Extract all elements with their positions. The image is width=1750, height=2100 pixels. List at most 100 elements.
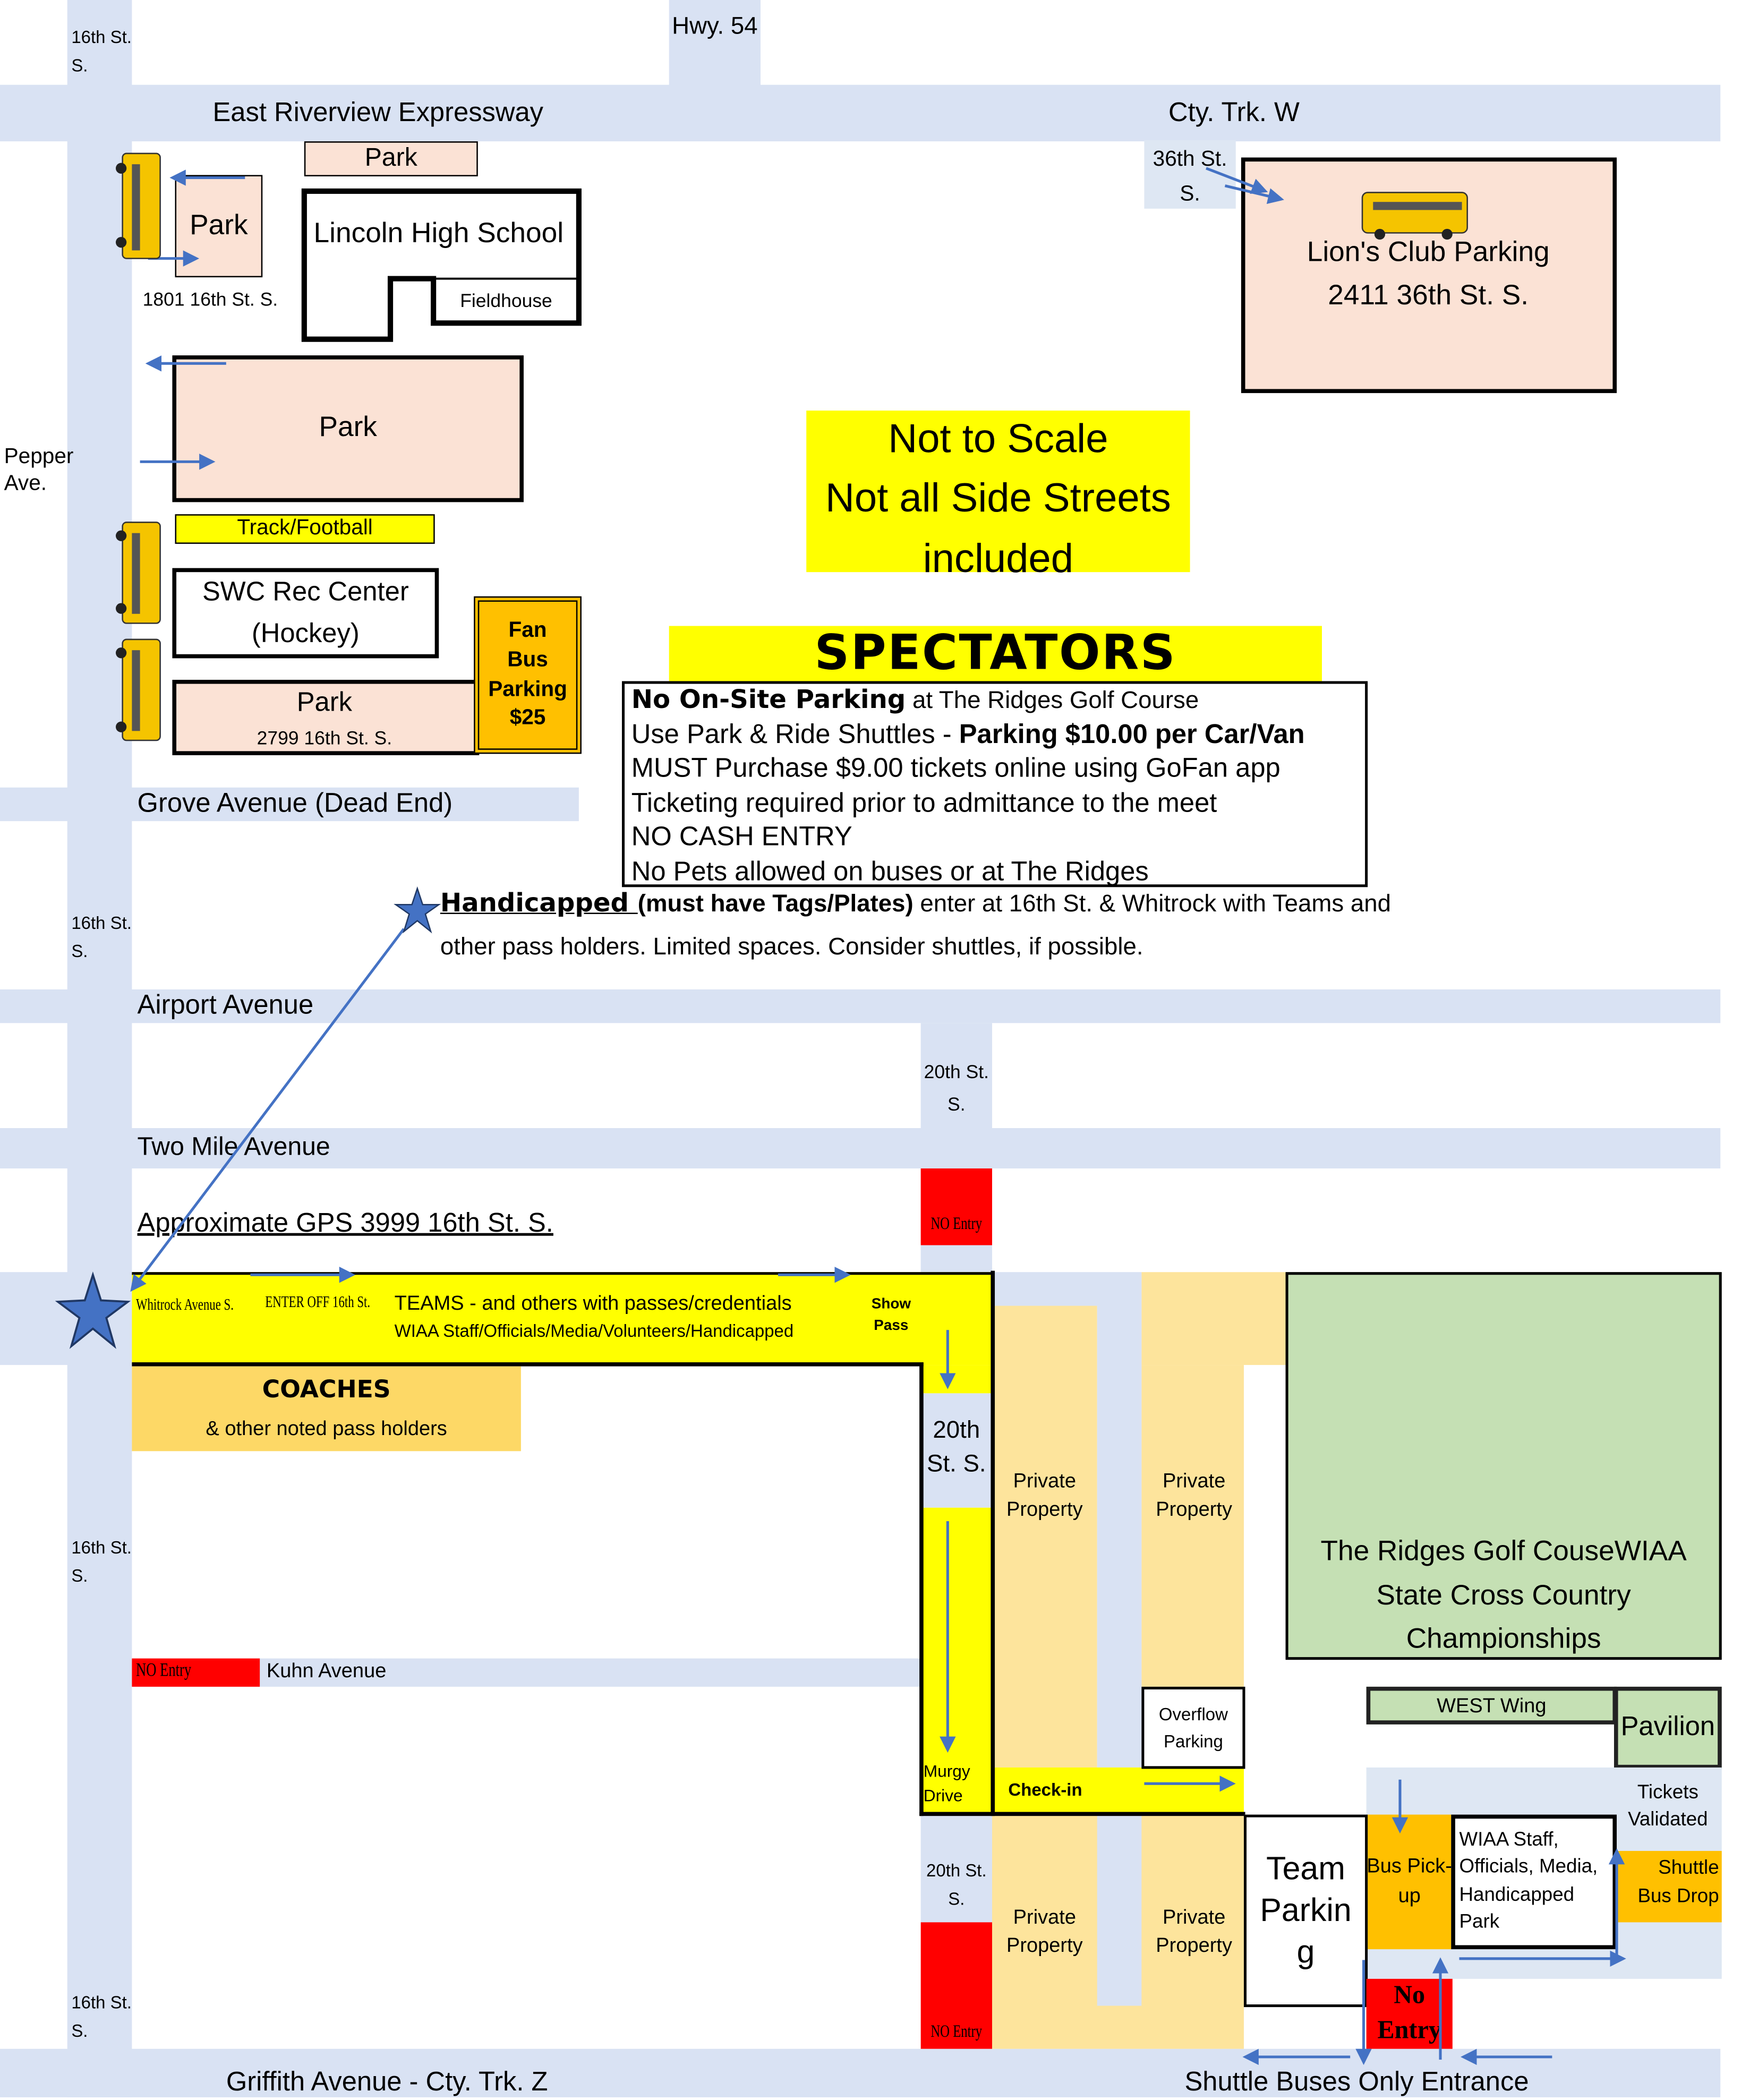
street-label: East Riverview Expressway [212, 98, 544, 128]
overflow-parking: Overflow Parking [1141, 1686, 1245, 1769]
lions-club-label: Lion's Club Parking [1307, 237, 1550, 268]
murgy-drive-label: Murgy Drive [923, 1762, 970, 1805]
arrow [1224, 184, 1284, 204]
no-entry-kuhn: NO Entry [132, 1658, 260, 1687]
teams-label: TEAMS - and others with passes/credentia… [394, 1292, 792, 1316]
park-top: Park [304, 141, 478, 177]
road-airport [0, 989, 1721, 1023]
road-grove [0, 787, 579, 822]
street-label: Hwy. 54 [672, 12, 758, 39]
fan-bus-parking: Fan Bus Parking $25 [474, 596, 582, 754]
tickets-validated: Tickets Validated [1628, 1782, 1708, 1831]
whitrock-label: Whitrock Avenue S. [135, 1295, 234, 1314]
street-label: 16th St. S. [71, 1992, 132, 2041]
team-parking: Team Parkin g [1243, 1814, 1368, 2008]
no-entry-20th-top: NO Entry [920, 1168, 993, 1245]
road-kuhn [132, 1658, 921, 1687]
park-bottom-address: 2799 16th St. S. [257, 727, 392, 749]
spectator-text: Use Park & Ride Shuttles - [631, 719, 959, 749]
road-two-mile [0, 1128, 1721, 1169]
street-label: 36th St. S. [1153, 148, 1227, 206]
coaches-area: COACHES & other noted pass holders [132, 1366, 521, 1452]
road-20th-st-mid [920, 1393, 993, 1508]
notice-line: included [923, 536, 1074, 582]
spectators-title: SPECTATORS [669, 626, 1322, 681]
no-entry-label: NO Entry [931, 2020, 983, 2041]
arrow [130, 928, 405, 1292]
street-label: Airport Avenue [137, 991, 314, 1021]
street-label: 16th St. S. [71, 912, 132, 961]
teams-sub-label: WIAA Staff/Officials/Media/Volunteers/Ha… [394, 1320, 794, 1341]
street-label: Two Mile Avenue [137, 1133, 330, 1162]
lions-club-address: 2411 36th St. S. [1328, 280, 1529, 311]
road-private [1097, 1814, 1142, 2006]
lane-border [132, 1362, 924, 1367]
street-label: 20th St. S. [927, 1416, 986, 1477]
street-label: Kuhn Avenue [266, 1660, 387, 1683]
west-wing: WEST Wing [1366, 1686, 1617, 1725]
private-property-label: Private Property [1156, 1906, 1233, 1958]
lane-border [919, 1362, 924, 1816]
school-bus-icon [115, 522, 161, 624]
show-pass-label: Show Pass [871, 1296, 911, 1334]
spectator-text: Ticketing required prior to admittance t… [631, 788, 1217, 818]
coaches-label: COACHES [262, 1376, 391, 1404]
street-label: Cty. Trk. W [1168, 98, 1300, 128]
handicapped-bold: Handicapped [440, 888, 638, 918]
handicapped-note: Handicapped (must have Tags/Plates) ente… [440, 889, 1391, 918]
teams-entrance-lane [132, 1272, 993, 1365]
lincoln-high-school: Lincoln High School [313, 218, 564, 249]
street-label: Pepper Ave. [4, 445, 74, 496]
gps-address: Approximate GPS 3999 16th St. S. [137, 1209, 553, 1239]
spectators-info: No On-Site Parking at The Ridges Golf Co… [621, 681, 1368, 887]
park-bottom-label: Park [296, 688, 352, 718]
street-label: 16th St. S. [71, 27, 132, 75]
private-property-area [992, 1305, 1097, 1768]
wiaa-park: WIAA Staff, Officials, Media, Handicappe… [1451, 1814, 1617, 1950]
arrow [1206, 167, 1268, 194]
teams-lane [920, 1365, 993, 1394]
street-label: 20th St. S. [924, 1061, 989, 1115]
spectator-text: NO CASH ENTRY [631, 822, 852, 852]
lane-border [991, 1270, 995, 1816]
park-small-address: 1801 16th St. S. [142, 288, 278, 310]
private-property-label: Private Property [1156, 1470, 1233, 1522]
check-in-label: Check-in [1008, 1779, 1082, 1800]
pavilion: Pavilion [1614, 1686, 1722, 1769]
park-bottom: Park 2799 16th St. S. [172, 679, 480, 755]
private-property-area [1141, 1272, 1286, 1365]
lane-border [919, 1812, 1245, 1816]
road-hwy-54 [669, 0, 761, 87]
school-bus-icon [115, 152, 161, 259]
spectator-bold: No On-Site Parking [631, 685, 906, 715]
swc-rec-center: SWC Rec Center (Hockey) [172, 568, 439, 659]
spectator-text: at The Ridges Golf Course [906, 686, 1199, 714]
no-entry-label: NO Entry [931, 1213, 983, 1233]
street-label: Griffith Avenue - Cty. Trk. Z [226, 2068, 548, 2097]
no-entry-label: NO Entry [135, 1661, 192, 1681]
track-football: Track/Football [175, 514, 435, 544]
star-icon [394, 886, 441, 934]
bus-pickup: Bus Pick-up [1366, 1814, 1453, 1950]
coaches-sub-label: & other noted pass holders [206, 1417, 447, 1441]
road-private [992, 1272, 1142, 1306]
ridges-golf-course: The Ridges Golf CouseWIAA State Cross Co… [1285, 1272, 1722, 1660]
spectator-text: MUST Purchase $9.00 tickets online using… [631, 754, 1281, 784]
school-bus-icon [1361, 192, 1468, 240]
road-private [1097, 1305, 1142, 1768]
murgy-drive-lane [920, 1507, 993, 1815]
road-east-riverview [0, 84, 1721, 142]
notice-line: Not to Scale [888, 417, 1108, 462]
road-whitrock [0, 1272, 132, 1365]
enter-off-label: ENTER OFF 16th St. [265, 1292, 371, 1311]
check-in-lane [992, 1767, 1244, 1815]
handicapped-paren: (must have Tags/Plates) [637, 890, 914, 917]
road-20th-st-low [920, 1814, 993, 1923]
spectator-text: No Pets allowed on buses or at The Ridge… [631, 857, 1149, 887]
handicapped-text: enter at 16th St. & Whitrock with Teams … [913, 890, 1392, 917]
school-bus-icon [115, 638, 161, 741]
handicapped-note-2: other pass holders. Limited spaces. Cons… [440, 933, 1143, 960]
